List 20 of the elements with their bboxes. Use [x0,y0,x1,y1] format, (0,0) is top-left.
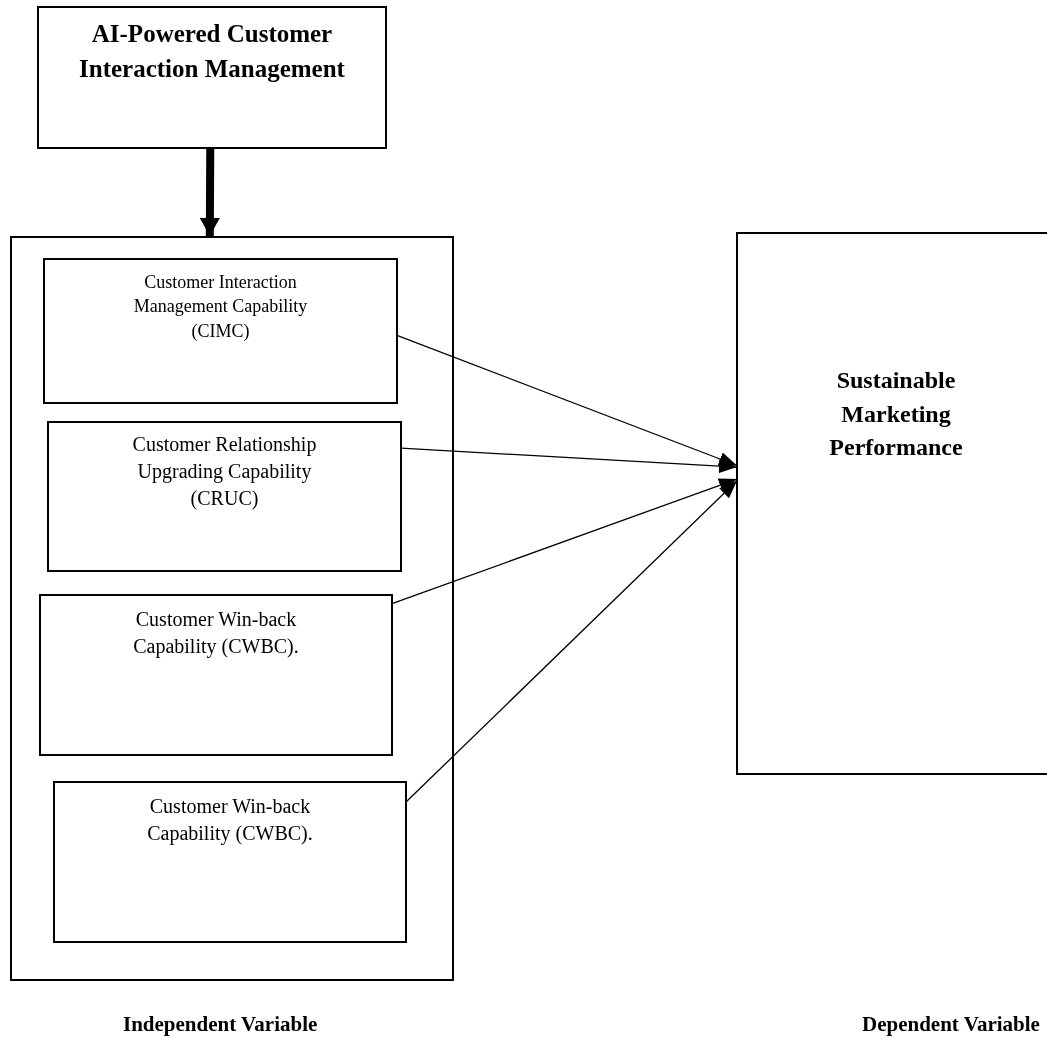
arrow [396,334,738,467]
node-text: AI-Powered Customer Interaction Management [78,19,346,84]
variable-caption: Dependent Variable [862,1012,1040,1037]
node-text: Customer Relationship Upgrading Capability (CRUC) [131,432,318,512]
concept-box [37,6,387,149]
node-text: Sustainable Marketing Performance [828,366,964,463]
variable-box [39,594,393,756]
arrow [405,480,738,803]
outcome-box [736,232,1047,775]
arrow [199,149,220,237]
arrow [400,447,738,474]
node-text: Customer Win-back Capability (CWBC). [146,794,314,847]
node-text: Customer Win-back Capability (CWBC). [132,607,300,660]
variable-box [47,421,402,572]
group-box [10,236,454,981]
arrow [391,478,738,605]
variable-box [53,781,407,943]
variable-caption: Independent Variable [123,1012,318,1037]
node-text: Customer Interaction Management Capability (CIMC) [132,271,309,343]
variable-box [43,258,398,404]
